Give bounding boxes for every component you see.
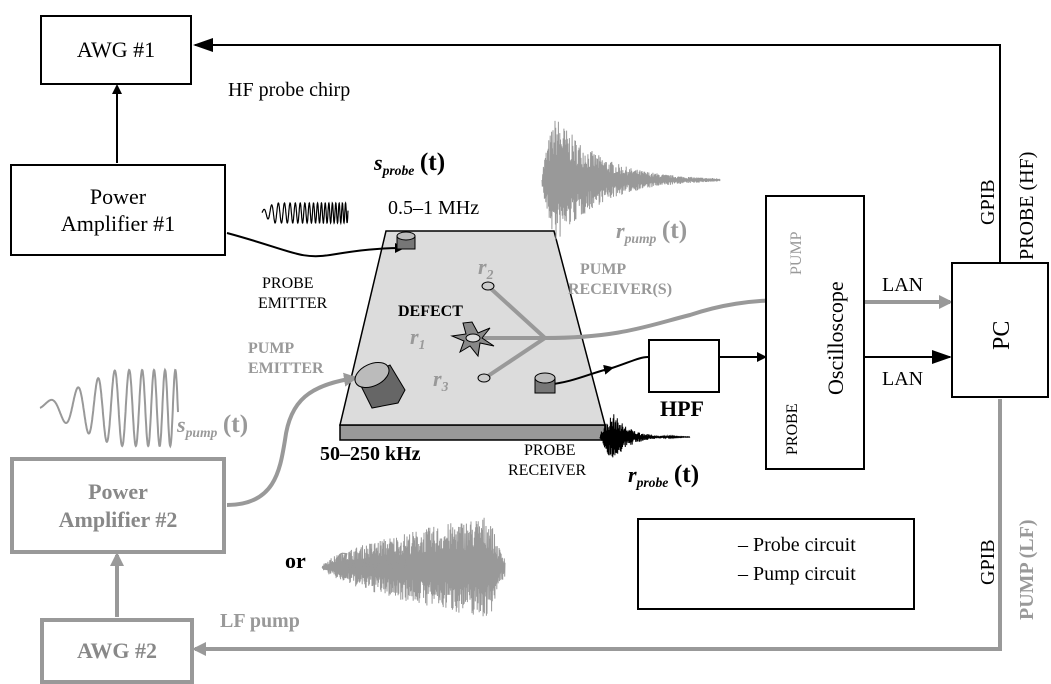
r2-label: r2 (478, 254, 494, 282)
probe-receiver-label-1: PROBE (524, 442, 576, 459)
s-pump-label: spump (t) (177, 410, 249, 440)
awg1-label: AWG #1 (76, 37, 156, 62)
oscilloscope-label: Oscilloscope (823, 281, 848, 395)
probe-circuit-lines (112, 38, 1001, 386)
scope-pump-label: PUMP (788, 231, 805, 275)
lf-pump-label: LF pump (220, 610, 300, 632)
pa1-label-1: Power (89, 183, 147, 209)
probe-hf-label: PROBE (HF) (1016, 151, 1038, 260)
pump-circuit-lines (110, 293, 1002, 656)
hpf-label: HPF (660, 396, 704, 421)
probe-emitter-label-1: PROBE (262, 275, 314, 292)
legend-box (637, 518, 915, 610)
gpib-bottom-label: GPIB (977, 539, 999, 585)
pa2-label-1: Power (88, 479, 148, 504)
pa1-label-2: Amplifier #1 (60, 211, 176, 236)
gpib-top-label: GPIB (977, 179, 999, 225)
r-pump-label: rpump (t) (616, 216, 688, 246)
pump-emitter-label-2: EMITTER (248, 360, 324, 377)
pump-receivers-label-2: RECEIVER(S) (568, 281, 673, 298)
q-pump-label: qpump (t) (337, 541, 411, 571)
lan-top-label: LAN (882, 274, 924, 296)
pump-receivers-label-1: PUMP (580, 261, 627, 278)
pump-response-waveform (541, 120, 721, 240)
probe-receiver-transducer (534, 372, 556, 394)
probe-receiver-label-2: RECEIVER (508, 462, 587, 479)
scope-probe-label: PROBE (784, 403, 801, 455)
probe-frequency-label: 0.5–1 MHz (388, 197, 480, 219)
awg2-box: AWG #2 (40, 618, 194, 684)
lan-bottom-label: LAN (882, 368, 924, 390)
pump-chirp-waveform (39, 367, 179, 449)
r-probe-label: rprobe (t) (628, 460, 700, 490)
pc-box (951, 262, 1049, 398)
pc-label: PC (989, 320, 1015, 350)
power-amplifier-1-box: Power Amplifier #1 (10, 164, 226, 256)
r1-label: r1 (410, 324, 426, 352)
amp2-to-emitter-line (226, 372, 358, 507)
probe-response-waveform (599, 414, 691, 458)
pump-lf-label: PUMP (LF) (1016, 519, 1038, 620)
pump-frequency-label: 50–250 kHz (320, 443, 421, 465)
pa2-label-2: Amplifier #2 (58, 506, 178, 532)
or-label: or (285, 548, 306, 573)
defect-label: DEFECT (398, 303, 463, 320)
probe-emitter-transducer (396, 231, 416, 250)
pc-to-awg1-gpib-arrow (193, 38, 1001, 263)
power-amplifier-2-box: Power Amplifier #2 (10, 457, 226, 554)
s-probe-label: sprobe (t) (374, 148, 446, 178)
probe-chirp-waveform (261, 201, 349, 226)
hpf-box (648, 339, 720, 393)
defect-icon (450, 321, 495, 358)
awg2-label: AWG #2 (76, 638, 158, 663)
legend-pump-label: – Pump circuit (738, 563, 856, 585)
awg1-box: AWG #1 (40, 15, 192, 85)
amp1-to-emitter-line (226, 232, 405, 258)
pump-noise-waveform (321, 517, 506, 617)
pump-emitter-label-1: PUMP (248, 340, 295, 357)
oscilloscope-box (765, 195, 865, 470)
probe-emitter-label-2: EMITTER (258, 295, 328, 312)
receiver-lines (483, 284, 547, 380)
legend-probe-label: – Probe circuit (738, 534, 856, 556)
r3-label: r3 (433, 366, 449, 394)
plate-to-scope-pump-line (473, 293, 790, 340)
pump-emitter-transducer (354, 361, 406, 409)
pump-receiver-points (477, 281, 495, 383)
pc-to-awg2-gpib-arrow (192, 399, 1002, 656)
hf-probe-chirp-label: HF probe chirp (228, 79, 351, 101)
